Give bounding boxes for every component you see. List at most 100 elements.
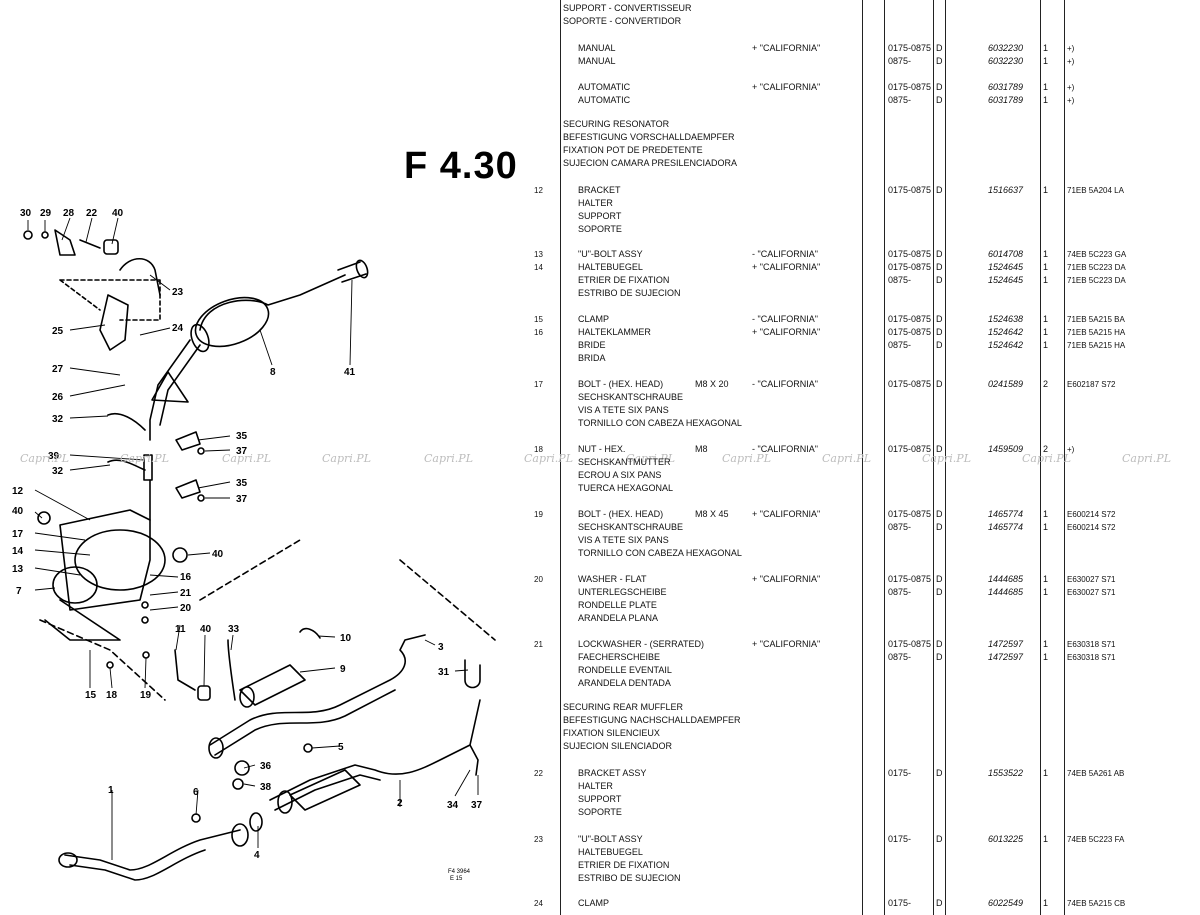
part-ref: +) xyxy=(1067,57,1075,66)
part-row: ESTRIBO DE SUJECION xyxy=(0,872,1200,885)
part-description: BRACKET xyxy=(578,185,621,195)
part-ref: E600214 S72 xyxy=(1067,510,1116,519)
part-qty: 1 xyxy=(1043,639,1049,649)
part-part: 1524642 xyxy=(988,327,1024,337)
part-code: D xyxy=(936,898,943,908)
callout-8: 8 xyxy=(270,367,276,378)
part-code: D xyxy=(936,639,943,649)
part-description: AUTOMATIC xyxy=(578,82,631,92)
part-description: SUPPORT xyxy=(578,211,622,221)
watermark-text: Capri.PL xyxy=(1022,452,1071,465)
callout-5: 5 xyxy=(338,742,344,753)
callout-20: 20 xyxy=(180,603,192,614)
part-description: UNTERLEGSCHEIBE xyxy=(578,587,667,597)
part-date: 0175-0875 xyxy=(888,327,932,337)
part-ref: 71EB 5A204 LA xyxy=(1067,186,1124,195)
drawing-code: F4 3964 xyxy=(448,869,471,875)
part-ref: E630318 S71 xyxy=(1067,640,1116,649)
part-num: 18 xyxy=(534,445,543,454)
part-qty: 1 xyxy=(1043,768,1049,778)
callout-11: 11 xyxy=(175,624,186,635)
part-qty: 1 xyxy=(1043,95,1049,105)
front-muffler-body xyxy=(194,296,270,348)
column-rule xyxy=(933,0,934,915)
part-num: 24 xyxy=(534,899,543,908)
part-description: ARANDELA PLANA xyxy=(578,613,659,623)
callout-29: 29 xyxy=(40,208,52,219)
part-description: SECURING RESONATOR xyxy=(563,119,670,129)
part-description: HALTEBUEGEL xyxy=(578,847,643,857)
part-cond: - "CALIFORNIA" xyxy=(752,314,818,324)
part-date: 0875- xyxy=(888,95,912,105)
part-cond: - "CALIFORNIA" xyxy=(752,379,818,389)
part-ref: 74EB 5A215 CB xyxy=(1067,899,1126,908)
callout-6: 6 xyxy=(193,787,199,798)
part-row: ECROU A SIX PANS xyxy=(0,469,1200,482)
exhaust-system-diagram: 30 29 28 22 40 23 25 24 27 26 8 41 32 35… xyxy=(12,208,496,882)
part-cond: + "CALIFORNIA" xyxy=(752,574,821,584)
callout-28: 28 xyxy=(63,208,75,219)
part-date: 0875- xyxy=(888,275,912,285)
part-num: 12 xyxy=(534,186,543,195)
part-part: 6022549 xyxy=(988,898,1024,908)
part-description: SECHSKANTSCHRAUBE xyxy=(578,392,684,402)
part-description: HALTEBUEGEL xyxy=(578,262,643,272)
callout-40d: 40 xyxy=(200,624,212,635)
part-qty: 1 xyxy=(1043,574,1049,584)
part-part: 1524638 xyxy=(988,314,1024,324)
part-date: 0175-0875 xyxy=(888,43,932,53)
part-num: 20 xyxy=(534,575,543,584)
part-code: D xyxy=(936,340,943,350)
sheet-title: F 4.30 xyxy=(404,145,518,187)
part-ref: 74EB 5C223 GA xyxy=(1067,250,1127,259)
part-ref: +) xyxy=(1067,83,1075,92)
part-description: VIS A TETE SIX PANS xyxy=(578,405,669,415)
part-code: D xyxy=(936,185,943,195)
part-description: RONDELLE PLATE xyxy=(578,600,657,610)
part-qty: 1 xyxy=(1043,522,1049,532)
section-heading: SUJECION SILENCIADOR xyxy=(0,740,1200,753)
callout-32b: 32 xyxy=(52,466,64,477)
part-num: 13 xyxy=(534,250,543,259)
part-description: SECHSKANTSCHRAUBE xyxy=(578,522,684,532)
part-row: TORNILLO CON CABEZA HEXAGONAL xyxy=(0,547,1200,560)
part-cond: - "CALIFORNIA" xyxy=(752,249,818,259)
callout-17: 17 xyxy=(12,529,24,540)
callout-32: 32 xyxy=(52,414,64,425)
callout-40: 40 xyxy=(112,208,124,219)
part-qty: 1 xyxy=(1043,314,1049,324)
part-qty: 1 xyxy=(1043,340,1049,350)
callout-24: 24 xyxy=(172,323,184,334)
part-part: 1472597 xyxy=(988,652,1024,662)
callout-18: 18 xyxy=(106,690,118,701)
part-description: BRACKET ASSY xyxy=(578,768,647,778)
part-part: 6013225 xyxy=(988,834,1024,844)
callout-40b: 40 xyxy=(12,506,24,517)
part-row: ETRIER DE FIXATION xyxy=(0,859,1200,872)
part-description: SOPORTE - CONVERTIDOR xyxy=(563,16,682,26)
part-part: 1516637 xyxy=(988,185,1024,195)
part-code: D xyxy=(936,56,943,66)
watermark-text: Capri.PL xyxy=(322,452,371,465)
part-num: 21 xyxy=(534,640,543,649)
part-row: LOCKWASHER - (SERRATED)21+ "CALIFORNIA"0… xyxy=(0,638,1200,651)
part-date: 0175-0875 xyxy=(888,379,932,389)
part-description: BRIDA xyxy=(578,353,606,363)
column-rule xyxy=(884,0,885,915)
section-heading: SUPPORT - CONVERTISSEUR xyxy=(0,2,1200,15)
part-qty: 1 xyxy=(1043,898,1049,908)
part-description: WASHER - FLAT xyxy=(578,574,647,584)
part-row: SOPORTE xyxy=(0,806,1200,819)
section-heading: BEFESTIGUNG VORSCHALLDAEMPFER xyxy=(0,131,1200,144)
part-num: 17 xyxy=(534,380,543,389)
callout-31: 31 xyxy=(438,667,450,678)
part-qty: 1 xyxy=(1043,834,1049,844)
part-description: FIXATION POT DE PREDETENTE xyxy=(563,145,703,155)
